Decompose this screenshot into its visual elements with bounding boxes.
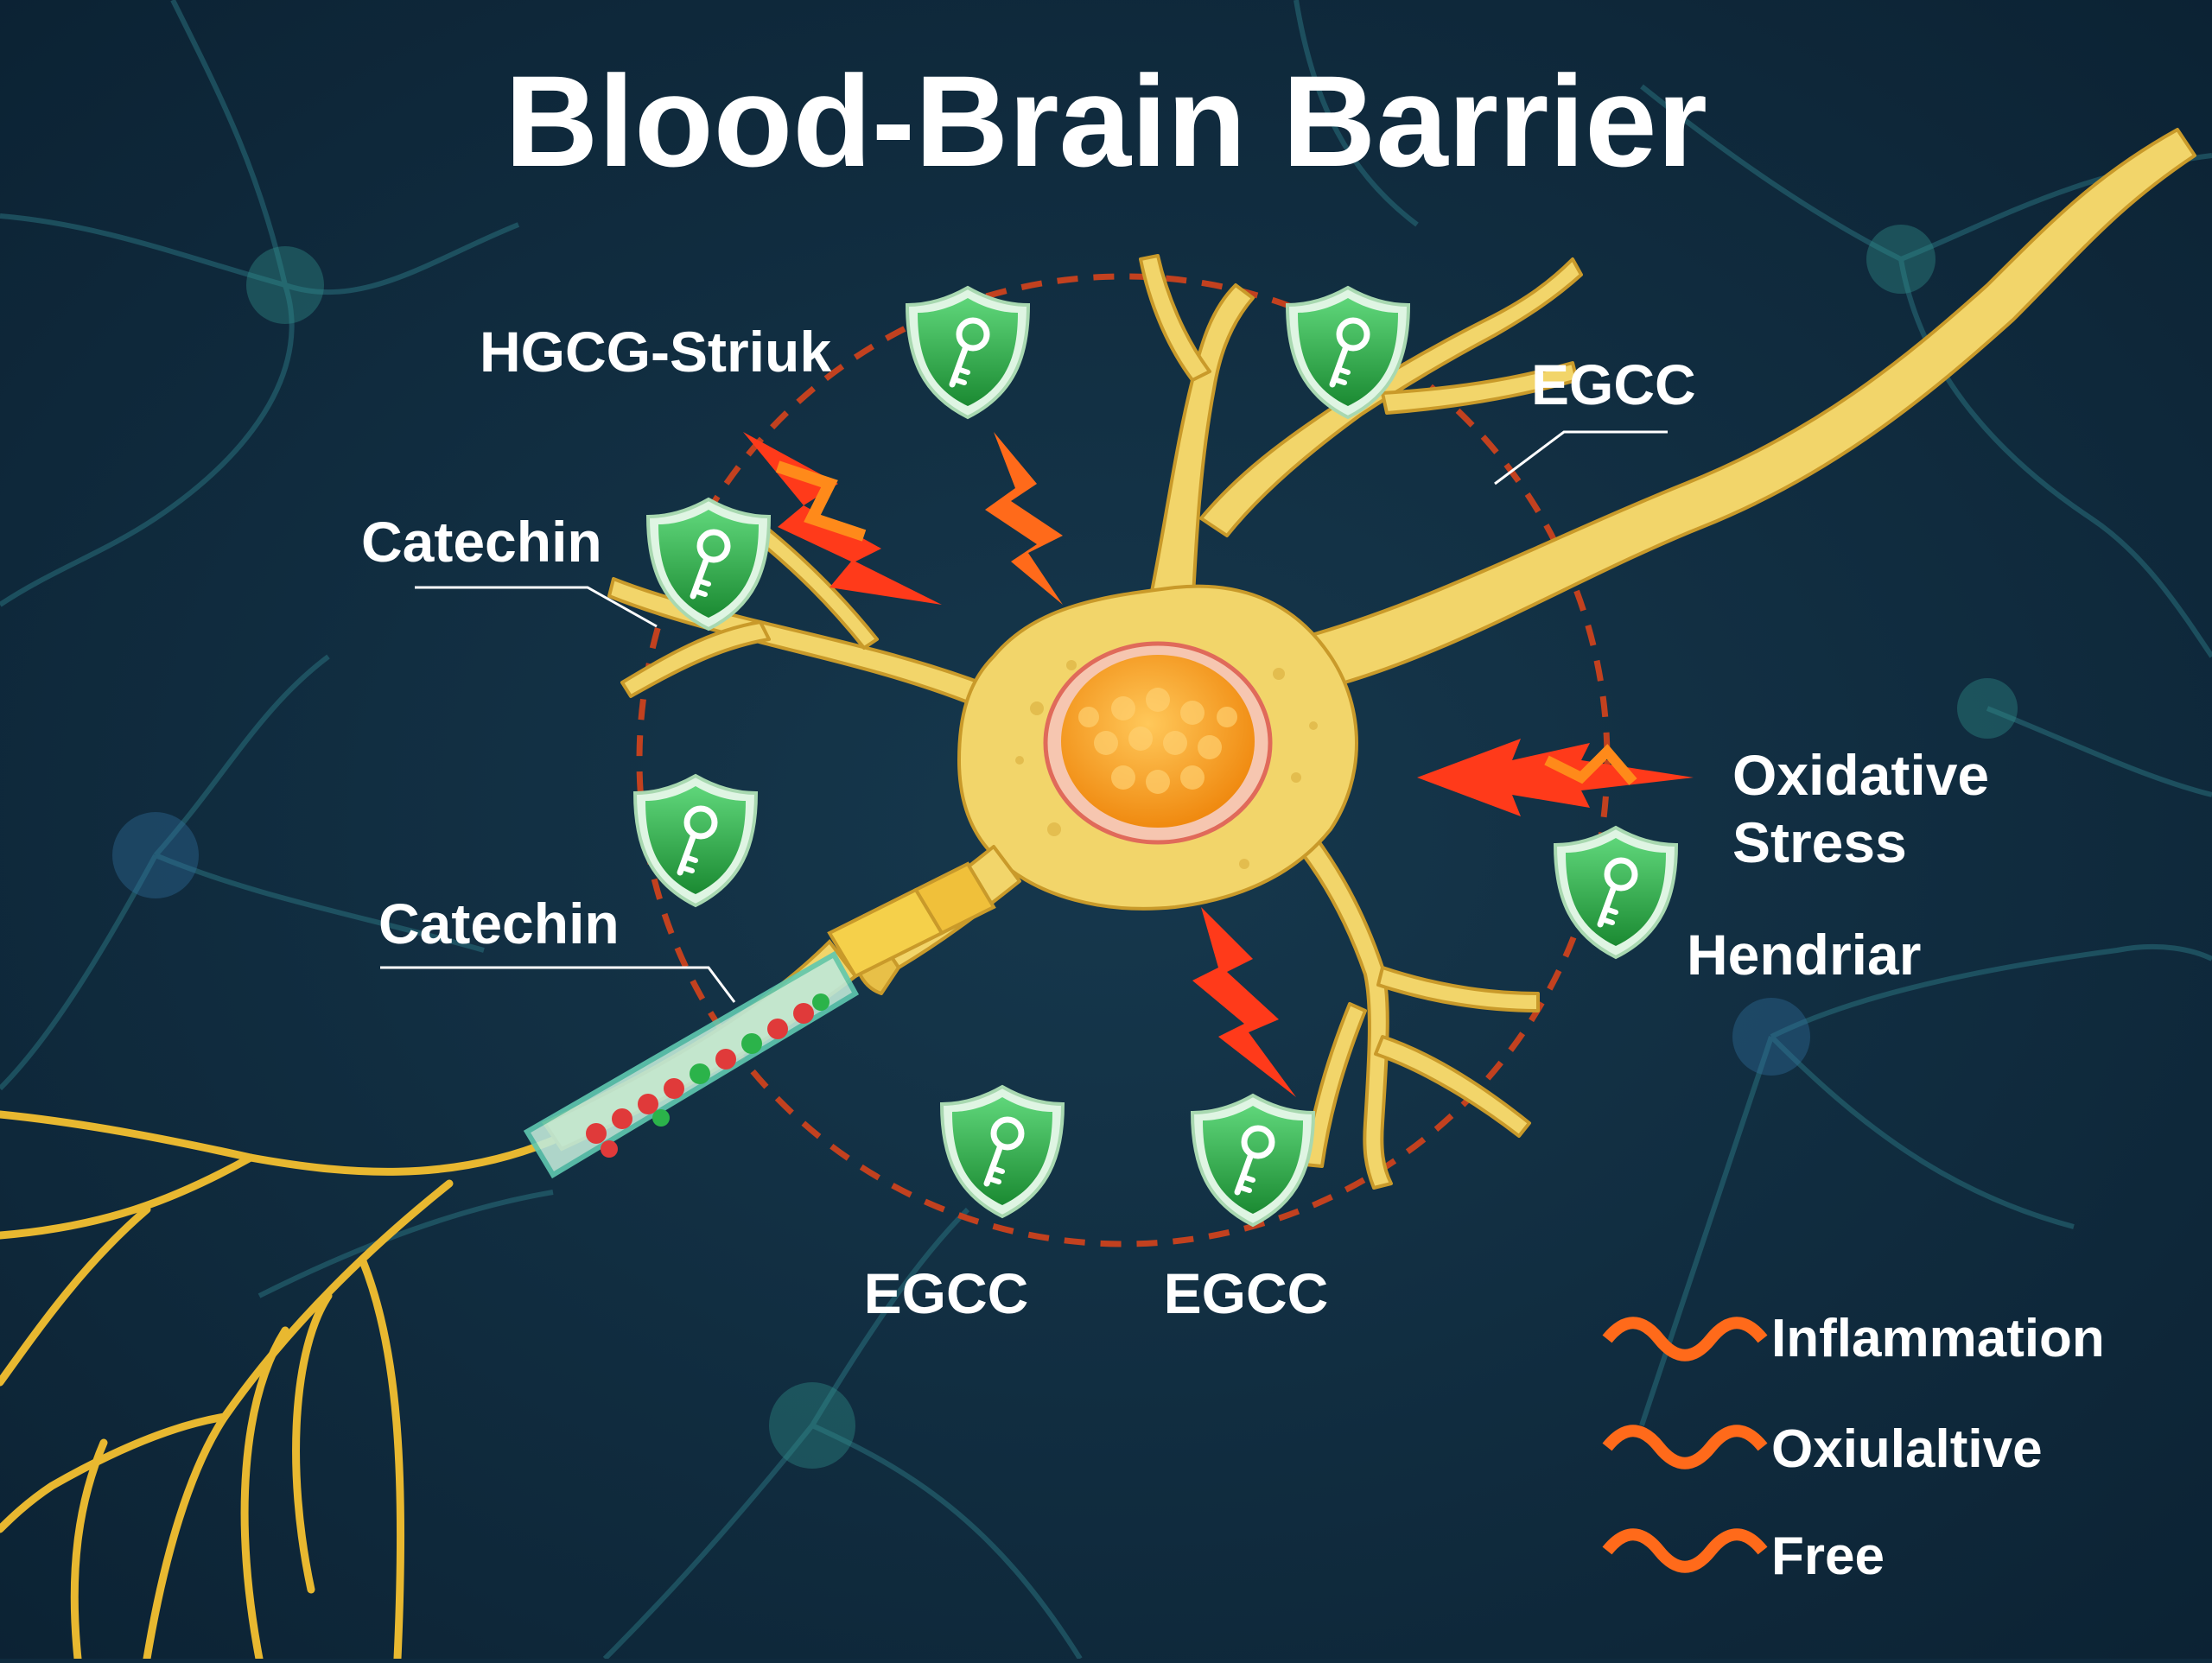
barrier-ring: [636, 273, 1611, 1247]
legend: Inflammation Oxiulaltive Free: [1602, 1309, 2105, 1586]
lightning-bolt-icon: [743, 432, 942, 605]
legend-label: Oxiulaltive: [1771, 1419, 2043, 1479]
catechin-transport-tube: [523, 950, 860, 1179]
wave-icon: [1602, 1317, 1768, 1362]
nucleus: [1061, 655, 1255, 828]
label-left-upper: Catechin: [361, 510, 602, 574]
label-top-left: HGCG-Striuk: [480, 320, 831, 384]
legend-label: Free: [1771, 1527, 1885, 1586]
lightning-bolt-icon: [985, 432, 1063, 605]
legend-label: Inflammation: [1771, 1309, 2105, 1368]
wave-icon: [1602, 1528, 1768, 1573]
label-top-right: EGCC: [1531, 352, 1696, 416]
legend-item: Inflammation: [1602, 1309, 2105, 1368]
leader-lines: [380, 430, 1668, 1003]
label-bottom-left: EGCC: [864, 1261, 1029, 1325]
wave-icon: [1602, 1425, 1768, 1469]
legend-item: Free: [1602, 1527, 1885, 1586]
label-right-upper-line2: Stress: [1732, 810, 1907, 874]
label-left-lower: Catechin: [378, 892, 620, 955]
background-cell-bodies: [112, 225, 2018, 1469]
legend-item: Oxiulaltive: [1602, 1419, 2043, 1479]
axon-terminal-branches: [0, 1110, 557, 1663]
lightning-bolt-icon: [1192, 907, 1296, 1097]
axon: [523, 938, 860, 1179]
label-bottom-right: EGCC: [1164, 1261, 1329, 1325]
label-right-upper-line1: Oxidative: [1732, 743, 1989, 807]
lightning-bolt-icon: [1417, 739, 1694, 816]
page-title: Blood-Brain Barrier: [505, 48, 1707, 194]
label-right-lower: Hendriar: [1687, 923, 1921, 987]
